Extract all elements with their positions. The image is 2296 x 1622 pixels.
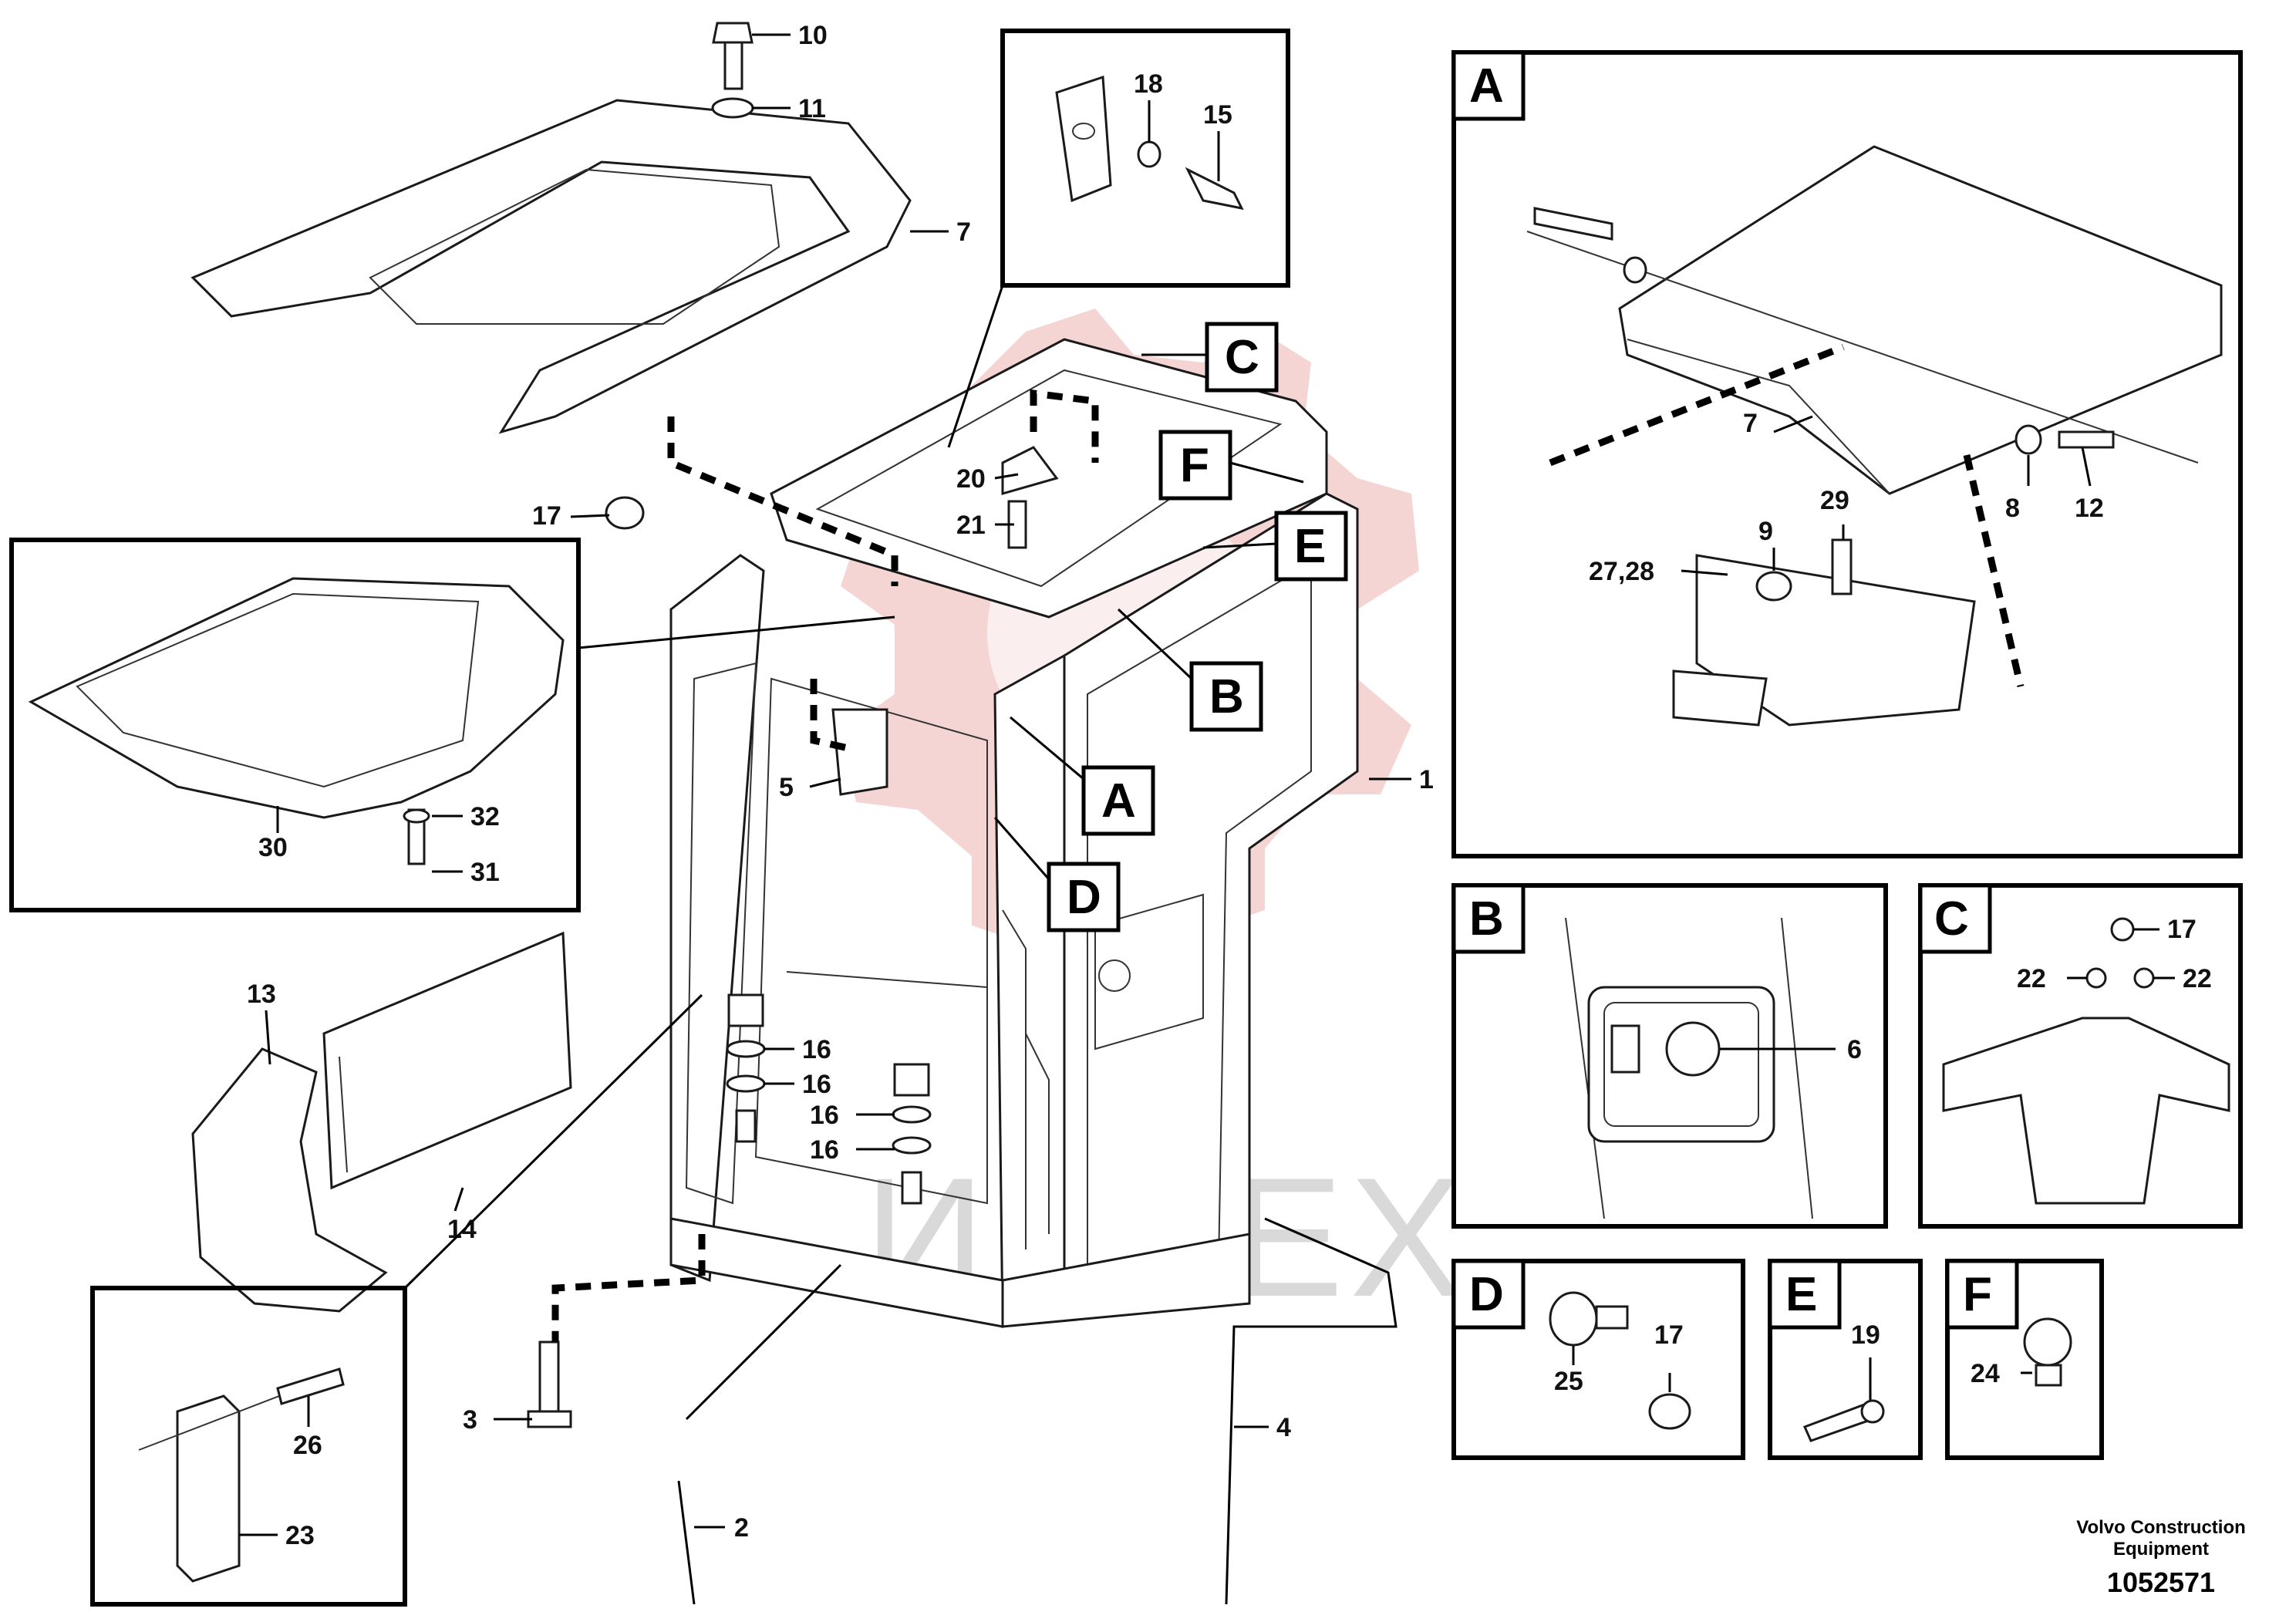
callout-30: 30 xyxy=(258,833,288,862)
callout-3: 3 xyxy=(463,1405,477,1435)
detail-A-label: A xyxy=(1469,59,1504,113)
detail-C-callout-17: 17 xyxy=(2167,915,2197,944)
callout-16c: 16 xyxy=(810,1101,839,1130)
detail-D-callout-25: 25 xyxy=(1554,1367,1583,1396)
inset-bracket-15: 18 15 xyxy=(947,29,1290,448)
callout-23: 23 xyxy=(285,1521,315,1550)
footer-brand: Volvo Construction Equipment xyxy=(2076,1517,2246,1560)
inset-cover-30: 30 31 32 xyxy=(9,538,895,912)
roof-cover xyxy=(190,99,912,434)
tag-C: C xyxy=(1225,331,1259,384)
detail-D-label: D xyxy=(1469,1268,1504,1321)
tag-E: E xyxy=(1294,520,1326,573)
footer: Volvo Construction Equipment 1052571 xyxy=(2072,1517,2250,1599)
detail-C-callout-22a: 22 xyxy=(2017,964,2046,993)
callout-15: 15 xyxy=(1203,100,1232,130)
tag-D: D xyxy=(1067,871,1101,924)
callout-4: 4 xyxy=(1276,1413,1291,1442)
tag-F: F xyxy=(1180,439,1209,492)
callout-2: 2 xyxy=(734,1513,749,1543)
bumper-20 xyxy=(1001,446,1059,495)
detail-B: B 6 xyxy=(1451,883,1888,1229)
callout-7: 7 xyxy=(956,218,971,247)
callout-16b: 16 xyxy=(802,1070,831,1099)
bolt-3 xyxy=(527,1340,572,1428)
detail-E-callout-19: 19 xyxy=(1851,1320,1880,1350)
callout-10: 10 xyxy=(798,21,828,50)
callout-31: 31 xyxy=(470,858,500,887)
detail-D-callout-17: 17 xyxy=(1654,1320,1684,1350)
rubber-stops-16 xyxy=(726,993,932,1205)
detail-B-callout-6: 6 xyxy=(1847,1035,1862,1064)
detail-A-callout-12: 12 xyxy=(2075,494,2104,523)
callout-11: 11 xyxy=(798,94,826,123)
dash-bracket-5 xyxy=(810,679,849,752)
dash-roof xyxy=(667,416,899,586)
detail-F-callout-24: 24 xyxy=(1971,1359,2000,1388)
seal-4 xyxy=(1225,1217,1397,1605)
detail-F: F 24 xyxy=(1945,1259,2104,1460)
callout-17: 17 xyxy=(532,501,561,531)
bracket-5 xyxy=(831,708,888,796)
seal-2-lower xyxy=(677,1480,696,1605)
tag-A: A xyxy=(1101,774,1136,828)
detail-E-label: E xyxy=(1785,1268,1817,1321)
callout-16a: 16 xyxy=(802,1035,831,1064)
callout-32: 32 xyxy=(470,802,500,831)
seal-2-upper xyxy=(685,1263,842,1421)
callout-16d: 16 xyxy=(810,1135,839,1165)
callout-1: 1 xyxy=(1419,765,1434,794)
bolt-10 xyxy=(711,22,754,119)
callout-26: 26 xyxy=(293,1431,322,1460)
detail-A-callout-27-28: 27,28 xyxy=(1589,557,1654,586)
callouts-main: 1 2 3 4 5 7 10 11 13 14 16 16 16 16 17 2… xyxy=(247,21,1434,1543)
leaders-main xyxy=(265,33,1411,1529)
dash-bolt-3 xyxy=(551,1234,706,1342)
callout-14: 14 xyxy=(447,1215,477,1244)
detail-D: D 25 17 xyxy=(1451,1259,1745,1460)
corner-cover xyxy=(191,1047,388,1313)
inset-handle-23: 26 23 xyxy=(90,993,703,1607)
cup-17 xyxy=(605,496,645,530)
tag-B: B xyxy=(1209,670,1244,723)
callout-13: 13 xyxy=(247,980,276,1009)
detail-A: A 7 8 9 12 27,28 29 xyxy=(1451,50,2243,858)
detail-F-label: F xyxy=(1963,1268,1992,1321)
main-detail-tags: C F E B A D xyxy=(993,322,1348,932)
callout-20: 20 xyxy=(956,464,986,494)
detail-C-callout-22b: 22 xyxy=(2183,964,2212,993)
detail-A-callout-7: 7 xyxy=(1743,409,1758,438)
detail-C: C 17 22 22 xyxy=(1918,883,2243,1229)
detail-A-callout-9: 9 xyxy=(1758,517,1773,546)
callout-5: 5 xyxy=(779,773,794,802)
detail-A-callout-29: 29 xyxy=(1820,486,1849,515)
detail-A-callout-8: 8 xyxy=(2005,494,2020,523)
detail-C-label: C xyxy=(1934,892,1969,946)
dash-bumper xyxy=(1030,389,1099,463)
detail-B-label: B xyxy=(1469,892,1504,946)
detail-E: E 19 xyxy=(1768,1259,1923,1460)
drawing-number: 1052571 xyxy=(2106,1566,2216,1598)
callout-18: 18 xyxy=(1134,69,1163,99)
side-panel xyxy=(322,931,572,1190)
callout-21: 21 xyxy=(956,511,986,540)
